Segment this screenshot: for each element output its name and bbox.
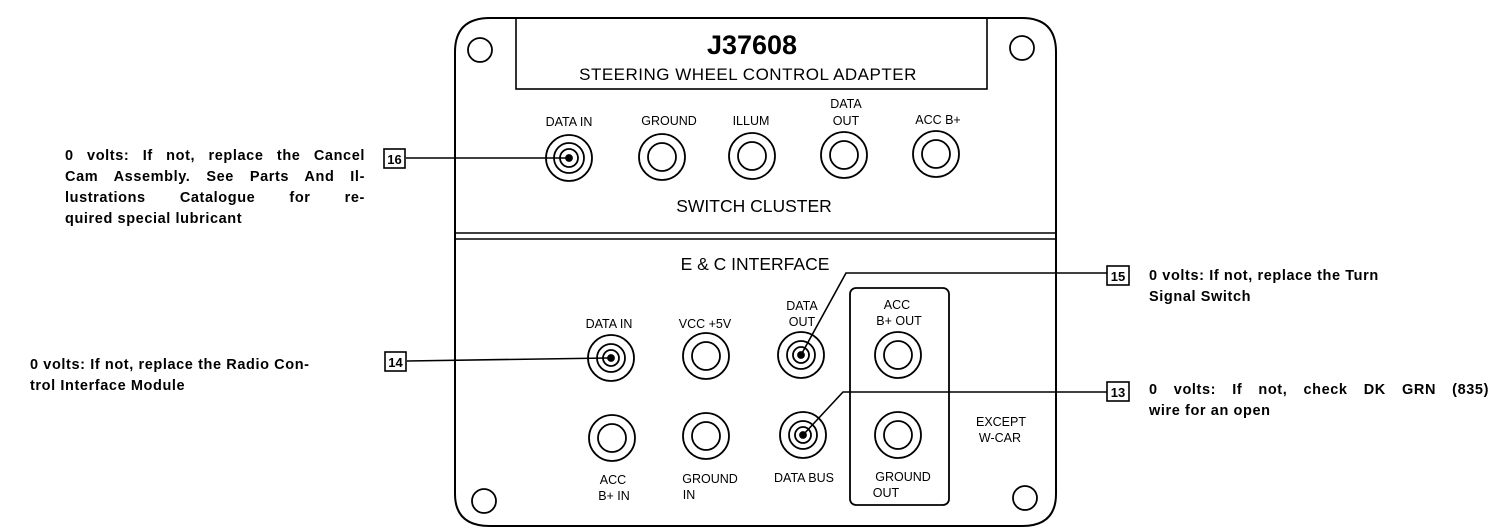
sc-jack-data-out [820, 131, 868, 179]
switch-cluster-label: SWITCH CLUSTER [676, 196, 832, 216]
ec-label-data-out-2: OUT [789, 315, 816, 329]
note-16-line4: quired special lubricant [65, 211, 243, 227]
ec-label-acc-bin-1: ACC [600, 473, 626, 487]
leader-13 [802, 391, 1107, 436]
ec-label-acc-bout-2: B+ OUT [876, 314, 922, 328]
except-w-car-bracket [849, 287, 950, 506]
callout-number-15: 15 [1111, 269, 1125, 284]
callout-note-13: 0 volts: If not, check DK GRN (835) wire… [1149, 380, 1488, 422]
sc-jack-ground [638, 133, 686, 181]
callout-note-14: 0 volts: If not, replace the Radio Con- … [30, 355, 375, 397]
mounting-hole-top-left [467, 37, 493, 63]
sc-jack-illum [728, 132, 776, 180]
callout-number-16: 16 [387, 152, 401, 167]
sc-jack-acc-b [912, 130, 960, 178]
note-14-line1: 0 volts: If not, replace the Radio Con- [30, 357, 310, 373]
adapter-name: STEERING WHEEL CONTROL ADAPTER [579, 65, 917, 84]
part-number: J37608 [707, 30, 797, 60]
sc-label-data-in: DATA IN [546, 115, 593, 129]
callout-box-16 [383, 148, 406, 169]
ec-jack-acc-bin [588, 414, 636, 462]
ec-label-data-bus: DATA BUS [774, 471, 834, 485]
ec-label-ground-in-1: GROUND [682, 472, 738, 486]
ec-label-data-in: DATA IN [586, 317, 633, 331]
ec-label-data-out-1: DATA [786, 299, 818, 313]
adapter-panel [454, 17, 1057, 527]
ec-interface-label: E & C INTERFACE [681, 254, 830, 274]
callout-note-16: 0 volts: If not, replace the Cancel Cam … [65, 146, 365, 230]
callout-box-13 [1106, 381, 1130, 402]
sc-label-acc-b: ACC B+ [915, 113, 961, 127]
note-15-line1: 0 volts: If not, replace the Turn [1149, 268, 1379, 284]
ec-label-ground-out-1: GROUND [875, 470, 931, 484]
leader-15 [800, 272, 1107, 356]
mounting-hole-bottom-right [1012, 485, 1038, 511]
mounting-hole-top-right [1009, 35, 1035, 61]
ec-label-ground-in-2: IN [683, 488, 696, 502]
sc-label-data-out-1: DATA [830, 97, 862, 111]
note-15-line2: Signal Switch [1149, 289, 1252, 305]
except-w-car-note: EXCEPT W-CAR [976, 415, 1026, 445]
callout-box-15 [1106, 265, 1130, 286]
ec-jack-acc-bout [874, 331, 922, 379]
ec-jack-data-bus [779, 411, 827, 459]
note-16-line2: Cam Assembly. See Parts And Il- [65, 169, 365, 185]
ec-jack-ground-in [682, 412, 730, 460]
note-14-line2: trol Interface Module [30, 378, 186, 394]
sc-label-illum: ILLUM [733, 114, 770, 128]
callout-number-14: 14 [388, 355, 403, 370]
ec-label-acc-bout-1: ACC [884, 298, 910, 312]
note-16-line1: 0 volts: If not, replace the Cancel [65, 148, 365, 164]
sc-label-ground: GROUND [641, 114, 697, 128]
ec-jack-vcc [682, 332, 730, 380]
ec-bottom-labels: ACC B+ IN GROUND IN DATA BUS GROUND OUT [598, 470, 931, 503]
callout-box-14 [384, 351, 407, 372]
ec-jack-ground-out [874, 411, 922, 459]
ec-label-ground-out-2: OUT [873, 486, 900, 500]
ec-label-vcc: VCC +5V [679, 317, 732, 331]
except-note-line2: W-CAR [979, 431, 1021, 445]
switch-cluster-labels: DATA IN GROUND ILLUM DATA OUT ACC B+ [546, 97, 961, 129]
sc-label-data-out-2: OUT [833, 114, 860, 128]
callout-number-13: 13 [1111, 385, 1125, 400]
note-16-line3: lustrations Catalogue for re- [65, 190, 365, 206]
leader-14 [406, 357, 609, 362]
callout-note-15: 0 volts: If not, replace the Turn Signal… [1149, 266, 1479, 308]
mounting-hole-bottom-left [471, 488, 497, 514]
ec-jacks [587, 331, 922, 462]
note-13-line2: wire for an open [1149, 403, 1271, 419]
note-13-line1: 0 volts: If not, check DK GRN (835) [1149, 382, 1488, 398]
switch-cluster-jacks [545, 130, 960, 182]
ec-label-acc-bin-2: B+ IN [598, 489, 630, 503]
ec-top-labels: DATA IN VCC +5V DATA OUT ACC B+ OUT [586, 298, 922, 331]
except-note-line1: EXCEPT [976, 415, 1026, 429]
title-box [515, 17, 988, 90]
